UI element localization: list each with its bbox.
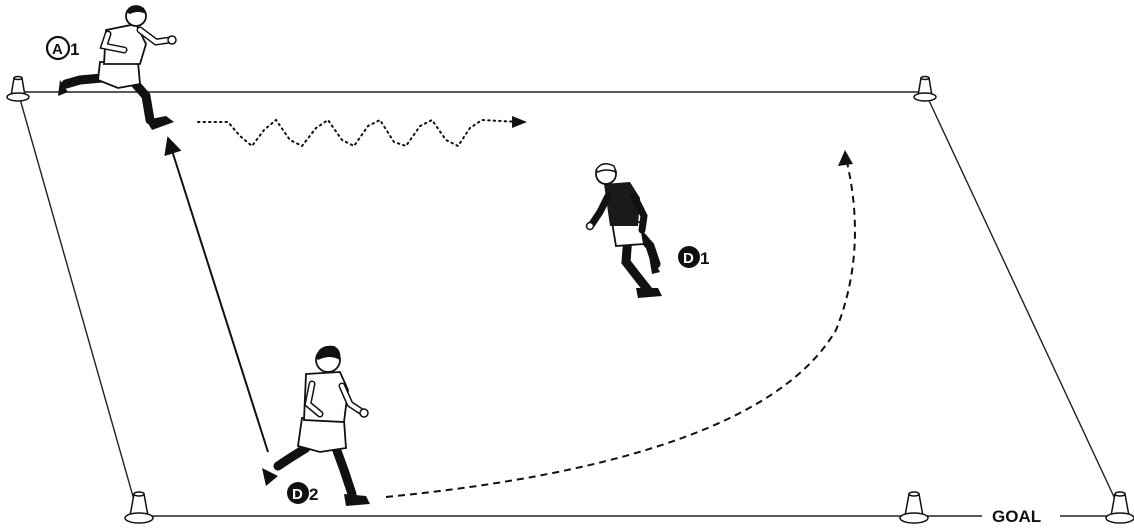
cone-icon xyxy=(913,75,937,102)
cone-icon xyxy=(1105,491,1134,524)
label-d2: D 2 xyxy=(287,482,318,504)
field-outline xyxy=(17,91,1123,517)
field-left-line xyxy=(17,91,139,515)
svg-text:D: D xyxy=(683,250,694,267)
label-d1: D 1 xyxy=(678,246,709,268)
cone-icon xyxy=(899,491,929,524)
defender-badge-icon xyxy=(287,482,309,504)
label-d2-number: 2 xyxy=(309,485,318,504)
run-arrow-icon xyxy=(838,150,853,166)
player-d2 xyxy=(262,345,370,506)
label-a1-number: 1 xyxy=(70,40,79,59)
cones xyxy=(6,75,1134,524)
label-d1-number: 1 xyxy=(700,249,709,268)
dribble-arrow-icon xyxy=(512,116,527,128)
field-right-line xyxy=(924,91,1123,515)
dribble-path xyxy=(197,116,527,148)
cone-icon xyxy=(6,75,30,102)
attacker-badge-icon xyxy=(45,35,71,61)
run-path xyxy=(385,157,856,498)
goal-label: GOAL xyxy=(992,507,1041,526)
svg-text:A: A xyxy=(52,41,63,58)
label-a1: A 1 xyxy=(45,35,79,61)
player-a1 xyxy=(58,5,177,130)
cone-icon xyxy=(124,491,154,524)
player-d1 xyxy=(585,163,662,298)
pass-arrow xyxy=(164,136,269,453)
svg-text:D: D xyxy=(292,486,303,503)
defender-badge-icon xyxy=(678,246,700,268)
